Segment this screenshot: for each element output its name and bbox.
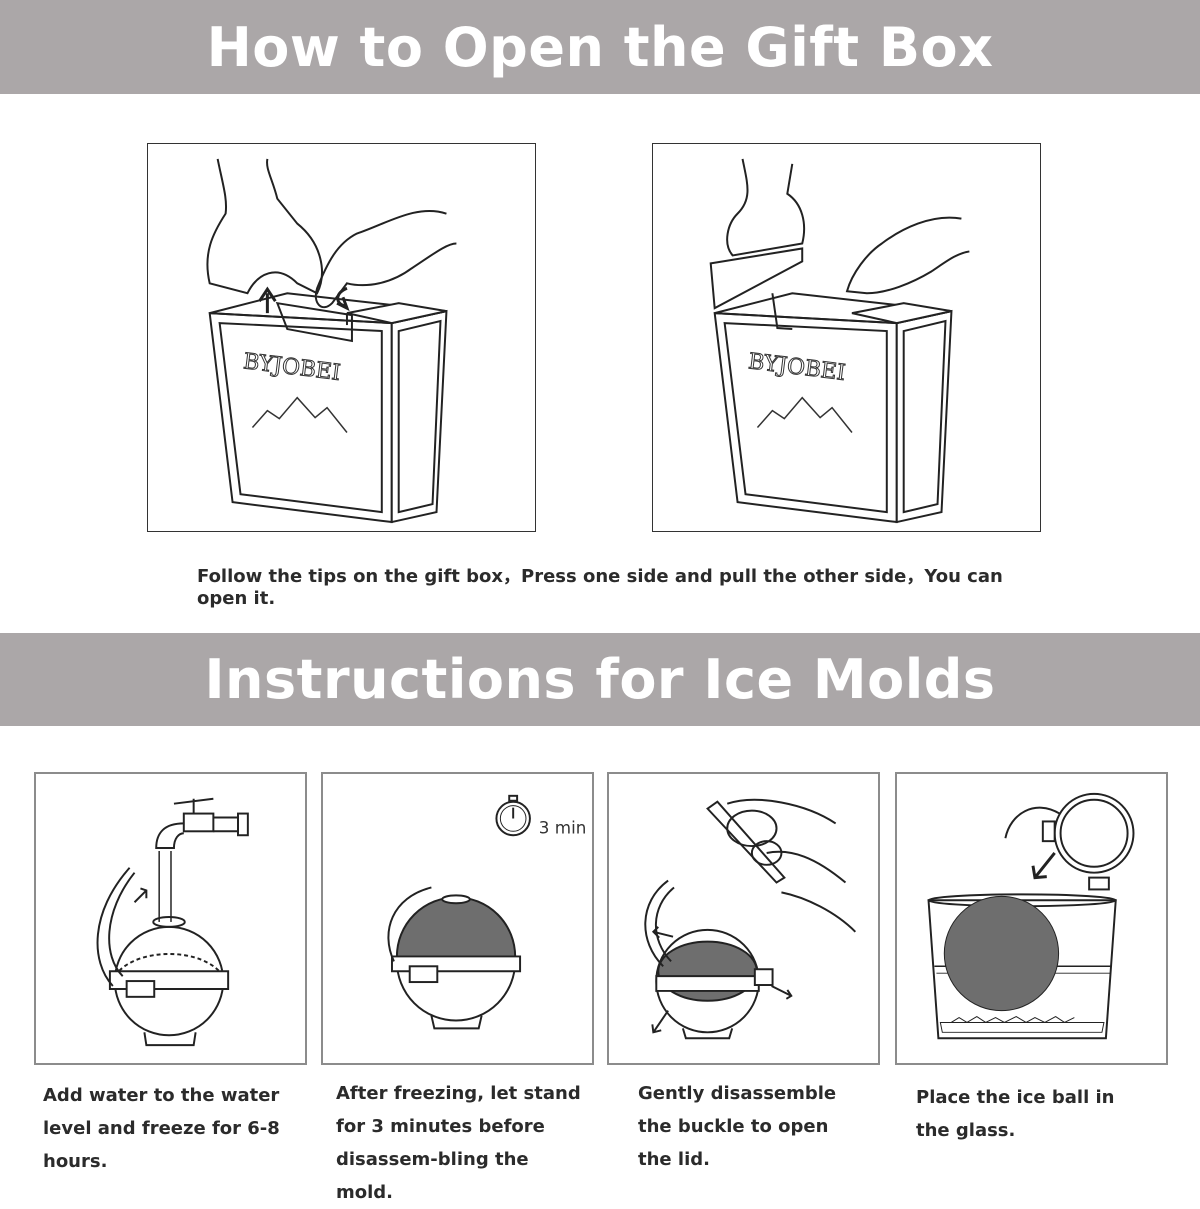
gift-box-pull-illustration: BYJOBEI — [652, 143, 1041, 532]
fill-water-drawing — [36, 774, 305, 1063]
gift-box-banner: How to Open the Gift Box — [0, 0, 1200, 94]
timer-label: 3 min — [539, 817, 587, 837]
step-1-illustration — [34, 772, 307, 1065]
gift-box-caption: Follow the tips on the gift box，Press on… — [197, 562, 1027, 609]
step-2-text: After freezing, let stand for 3 minutes … — [336, 1077, 591, 1209]
step-2-illustration: 3 min — [321, 772, 594, 1065]
ice-molds-title: Instructions for Ice Molds — [204, 648, 995, 711]
let-stand-drawing: 3 min — [323, 774, 592, 1063]
open-lid-drawing — [609, 774, 878, 1063]
step-4-text: Place the ice ball in the glass. — [916, 1081, 1131, 1147]
gift-box-pull-drawing: BYJOBEI — [653, 144, 1040, 531]
gift-box-press-drawing: BYJOBEI — [148, 144, 535, 531]
ice-molds-banner: Instructions for Ice Molds — [0, 633, 1200, 726]
step-1-text: Add water to the water level and freeze … — [43, 1079, 313, 1178]
step-4-illustration — [895, 772, 1168, 1065]
place-ice-drawing — [897, 774, 1166, 1063]
gift-box-press-illustration: BYJOBEI — [147, 143, 536, 532]
gift-box-title: How to Open the Gift Box — [207, 16, 994, 79]
step-3-illustration — [607, 772, 880, 1065]
step-3-text: Gently disassemble the buckle to open th… — [638, 1077, 853, 1176]
